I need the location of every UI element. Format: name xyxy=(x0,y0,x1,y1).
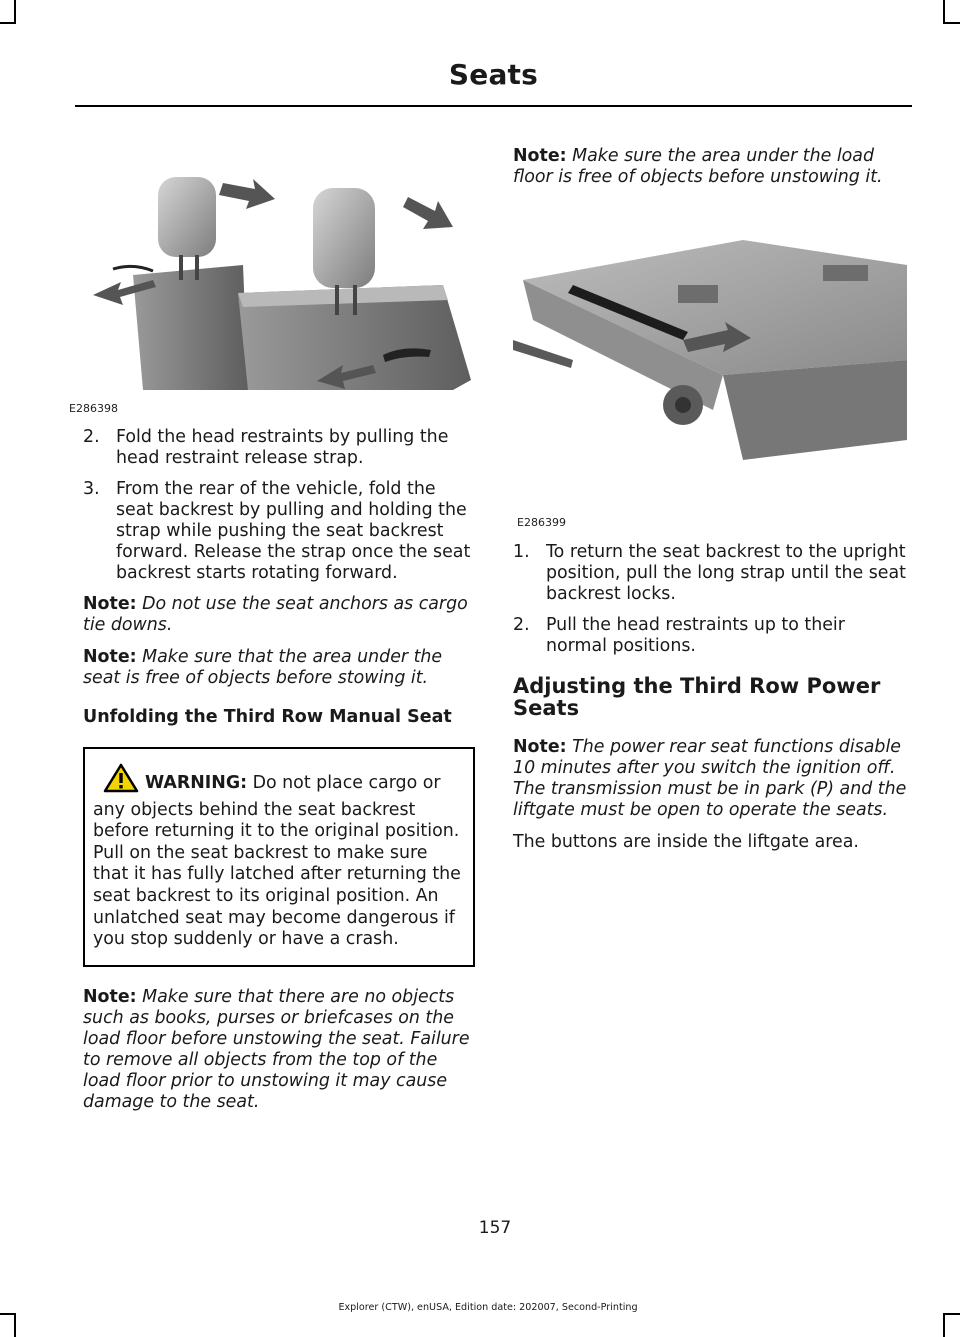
figure-code: E286398 xyxy=(69,402,118,415)
step-list: 1.To return the seat backrest to the upr… xyxy=(513,542,907,657)
crop-mark xyxy=(0,1313,16,1315)
page-number: 157 xyxy=(478,1218,512,1238)
header-rule xyxy=(75,105,912,107)
crop-mark xyxy=(0,22,16,24)
load-floor-illustration xyxy=(513,240,907,460)
section-subheading: Unfolding the Third Row Manual Seat xyxy=(83,707,452,727)
page-title: Seats xyxy=(448,58,538,91)
list-item: 2.Pull the head restraints up to their n… xyxy=(513,615,845,656)
seat-fold-illustration xyxy=(93,177,471,390)
crop-mark xyxy=(943,22,960,24)
crop-mark xyxy=(943,1313,960,1315)
warning-triangle-icon xyxy=(103,763,139,800)
crop-mark xyxy=(14,0,16,24)
left-column: E286398 2.Fold the head restraints by pu… xyxy=(69,165,475,1124)
crop-mark xyxy=(14,1313,16,1337)
crop-mark xyxy=(943,0,945,24)
body-paragraph: The buttons are inside the liftgate area… xyxy=(513,832,859,852)
footer-text: Explorer (CTW), enUSA, Edition date: 202… xyxy=(338,1302,638,1313)
list-item: 2.Fold the head restraints by pulling th… xyxy=(83,427,449,468)
section-heading: Adjusting the Third Row Power Seats xyxy=(513,674,881,720)
note-paragraph: Note: Make sure the area under the load … xyxy=(513,146,883,187)
list-item: 1.To return the seat backrest to the upr… xyxy=(513,542,906,604)
note-paragraph: Note: Make sure that the area under the … xyxy=(83,647,443,688)
note-paragraph: Note: Make sure that there are no object… xyxy=(83,986,470,1112)
warning-box: WARNING: Do not place cargo or any objec… xyxy=(83,747,475,967)
note-paragraph: Note: The power rear seat functions disa… xyxy=(513,737,907,820)
list-item: 3.From the rear of the vehicle, fold the… xyxy=(83,479,471,583)
note-paragraph: Note: Do not use the seat anchors as car… xyxy=(83,594,468,635)
figure-code: E286399 xyxy=(517,516,566,529)
crop-mark xyxy=(943,1313,945,1337)
right-column: Note: Make sure the area under the load … xyxy=(513,146,907,864)
figure-load-floor: E286399 xyxy=(513,210,907,529)
figure-folding-seat: E286398 xyxy=(69,165,475,415)
step-list: 2.Fold the head restraints by pulling th… xyxy=(83,427,475,584)
